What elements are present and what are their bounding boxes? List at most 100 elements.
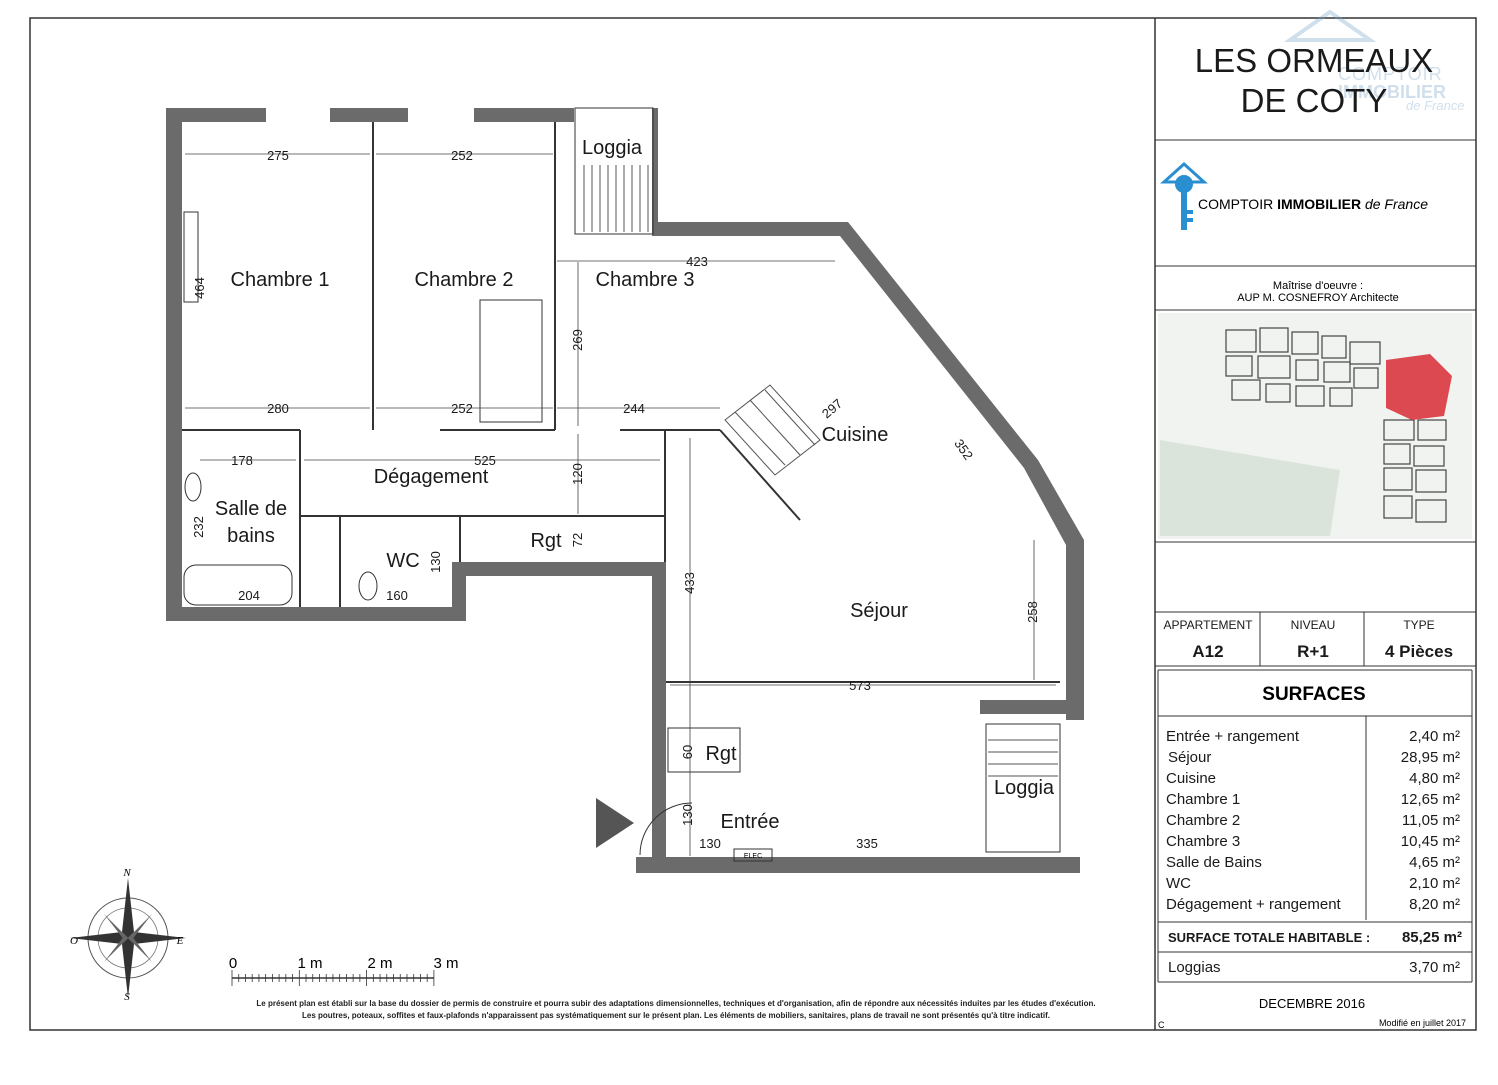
site-building-block [1383,467,1413,491]
dim-280: 280 [267,401,289,416]
project-title-line-1: LES ORMEAUX [1195,42,1433,79]
rgt-closet-entree [667,727,741,773]
surface-total-label: SURFACE TOTALE HABITABLE : [1168,930,1370,945]
logo-text: COMPTOIR IMMOBILIER de France [1198,196,1428,212]
loggia-top-hatch [583,165,649,232]
watermark-line-2: IMMOBILIER [1338,82,1446,102]
site-building-block [1259,327,1289,353]
surface-row-value: 2,10 m² [1409,875,1460,892]
loggia-top-outline [574,107,654,235]
dim-433: 433 [682,572,697,594]
site-building-block [1353,367,1379,389]
dim-525: 525 [474,453,496,468]
dim-130-wc: 130 [428,551,443,573]
site-building-block [1413,445,1445,467]
room-salle-de-bains-line2: bains [227,525,275,547]
compass-s-label: S [124,991,130,1003]
dim-244: 244 [623,401,645,416]
dim-204: 204 [238,588,260,603]
site-building-block [1295,359,1319,381]
logo-strong: IMMOBILIER [1277,196,1361,212]
loggias-label: Loggias [1168,959,1221,976]
surfaces-title: SURFACES [1262,684,1365,705]
surface-row-label: WC [1166,875,1191,892]
loggias-value: 3,70 m² [1409,959,1460,976]
bathtub [183,564,293,606]
dim-160: 160 [386,588,408,603]
bed-3 [479,299,543,423]
dim-252-top: 252 [451,148,473,163]
dim-573: 573 [849,678,871,693]
dim-178: 178 [231,453,253,468]
compass-north-point [122,878,134,938]
title-block: COMPTOIR IMMOBILIER de France LES ORMEAU… [1155,9,1476,1030]
logo-prefix: COMPTOIR [1198,196,1277,212]
wall-north-east [652,108,1084,720]
wall-north-1 [166,108,266,122]
surface-row-label: Séjour [1168,749,1211,766]
surface-row-value: 2,40 m² [1409,728,1460,745]
site-building-block [1329,387,1353,407]
room-chambre-1: Chambre 1 [231,269,330,291]
dim-72: 72 [570,533,585,547]
room-rgt-1: Rgt [530,530,562,552]
watermark-house-icon [1283,9,1377,42]
site-building-block [1415,469,1447,493]
surface-total-value: 85,25 m² [1402,929,1462,946]
room-rgt-2: Rgt [705,743,737,765]
kitchen-counter [724,384,821,476]
site-building-block [1321,335,1347,359]
watermark-line-1: COMPTOIR [1338,64,1443,84]
site-plan-highlight [1386,354,1452,420]
site-building-block [1383,495,1413,519]
dim-269: 269 [570,329,585,351]
surface-row-label: Chambre 3 [1166,833,1240,850]
wall-sdb-east [452,562,466,621]
site-building-block [1349,341,1381,365]
compass-o-label: O [70,935,78,947]
surface-row-label: Salle de Bains [1166,854,1262,871]
wall-south-left [166,607,466,621]
compass-rose: N S E O [70,867,186,1003]
surface-row-value: 28,95 m² [1401,749,1460,766]
compass-e-label: E [176,935,184,947]
info-header-niveau: NIVEAU [1291,618,1336,632]
room-entree: Entrée [721,811,780,833]
elec-box [733,848,773,862]
site-building-block [1415,499,1447,523]
site-building-block [1291,331,1319,355]
room-salle-de-bains-line1: Salle de [215,498,287,520]
surface-row-value: 11,05 m² [1402,812,1460,829]
scale-label-3m: 3 m [433,955,458,972]
loggia-bottom-outline [985,723,1061,853]
corner-mark: C [1158,1020,1165,1030]
site-plan-map [1158,313,1472,539]
site-building-block [1417,419,1447,441]
disclaimer-line-2: Les poutres, poteaux, soffites et faux-p… [302,1011,1050,1020]
room-cuisine: Cuisine [822,424,889,446]
dim-464: 464 [192,277,207,299]
surface-row-label: Chambre 2 [1166,812,1240,829]
loggia-bottom-hatch [988,739,1058,777]
room-degagement: Dégagement [374,466,489,488]
dim-130-bottom: 130 [699,836,721,851]
site-building-block [1231,379,1261,401]
dim-60: 60 [680,745,695,759]
bed-1 [183,211,199,303]
info-header-appartement: APPARTEMENT [1164,618,1254,632]
house-key-icon [1160,161,1208,230]
room-loggia-top: Loggia [582,137,643,159]
surface-row-label: Dégagement + rangement [1166,896,1342,913]
info-value-type: 4 Pièces [1385,642,1453,661]
dim-275: 275 [267,148,289,163]
room-chambre-2: Chambre 2 [415,269,514,291]
site-building-block [1383,419,1415,441]
watermark-line-3: de France [1406,98,1465,113]
compass-west-point [70,932,128,944]
watermark: COMPTOIR IMMOBILIER de France [1283,9,1465,113]
wall-north-3 [474,108,574,122]
plan-date: DECEMBRE 2016 [1259,996,1365,1011]
dim-258: 258 [1025,601,1040,623]
compass-east-point [128,932,186,944]
